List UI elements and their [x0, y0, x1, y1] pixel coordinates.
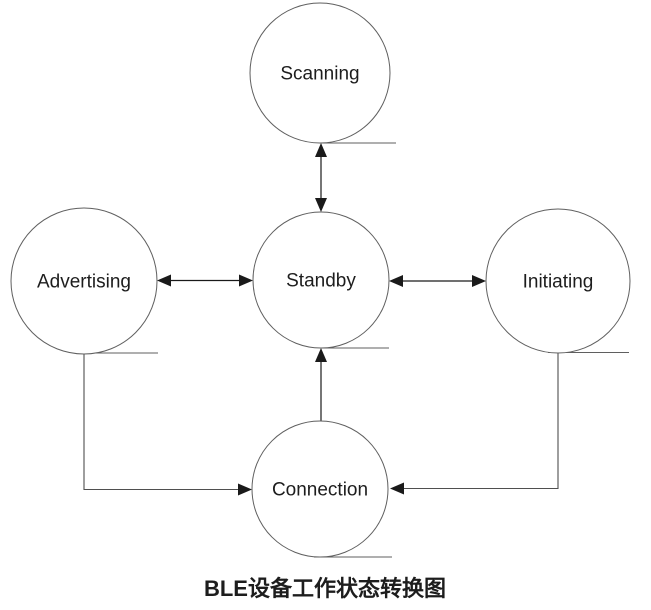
edge-path — [83, 354, 240, 491]
arrowhead — [390, 482, 404, 495]
arrowhead — [238, 483, 252, 496]
node-circle — [251, 420, 389, 558]
arrowhead — [472, 275, 486, 287]
diagram-caption: BLE设备工作状态转换图 — [204, 576, 446, 601]
node-label-advertising: Advertising — [37, 272, 131, 293]
arrowhead — [239, 274, 253, 287]
edge-connection-standby — [315, 348, 327, 421]
node-label-scanning: Scanning — [280, 64, 359, 85]
edge-advertising-connection — [83, 354, 252, 496]
node-circle — [252, 211, 390, 349]
node-scanning: Scanning — [249, 2, 391, 144]
node-standby: Standby — [252, 211, 390, 349]
node-circle — [10, 207, 158, 355]
edge-advertising-standby — [157, 274, 253, 287]
edge-initiating-connection — [390, 353, 559, 495]
arrowhead — [315, 198, 327, 212]
nodes: Scanning Advertising Standby Initiating … — [10, 2, 631, 558]
node-label-connection: Connection — [272, 480, 368, 501]
edge-scanning-standby — [315, 143, 327, 212]
node-connection: Connection — [251, 420, 389, 558]
arrowhead — [315, 348, 327, 362]
edges — [83, 143, 559, 496]
node-circle — [249, 2, 391, 144]
arrowhead — [315, 143, 327, 157]
node-initiating: Initiating — [485, 208, 631, 354]
edge-path — [402, 353, 559, 490]
arrowhead — [389, 275, 403, 287]
node-circle — [485, 208, 631, 354]
arrowhead — [157, 274, 171, 287]
node-label-initiating: Initiating — [523, 272, 594, 293]
edge-standby-initiating — [389, 275, 486, 287]
node-label-standby: Standby — [286, 271, 356, 292]
node-advertising: Advertising — [10, 207, 158, 355]
